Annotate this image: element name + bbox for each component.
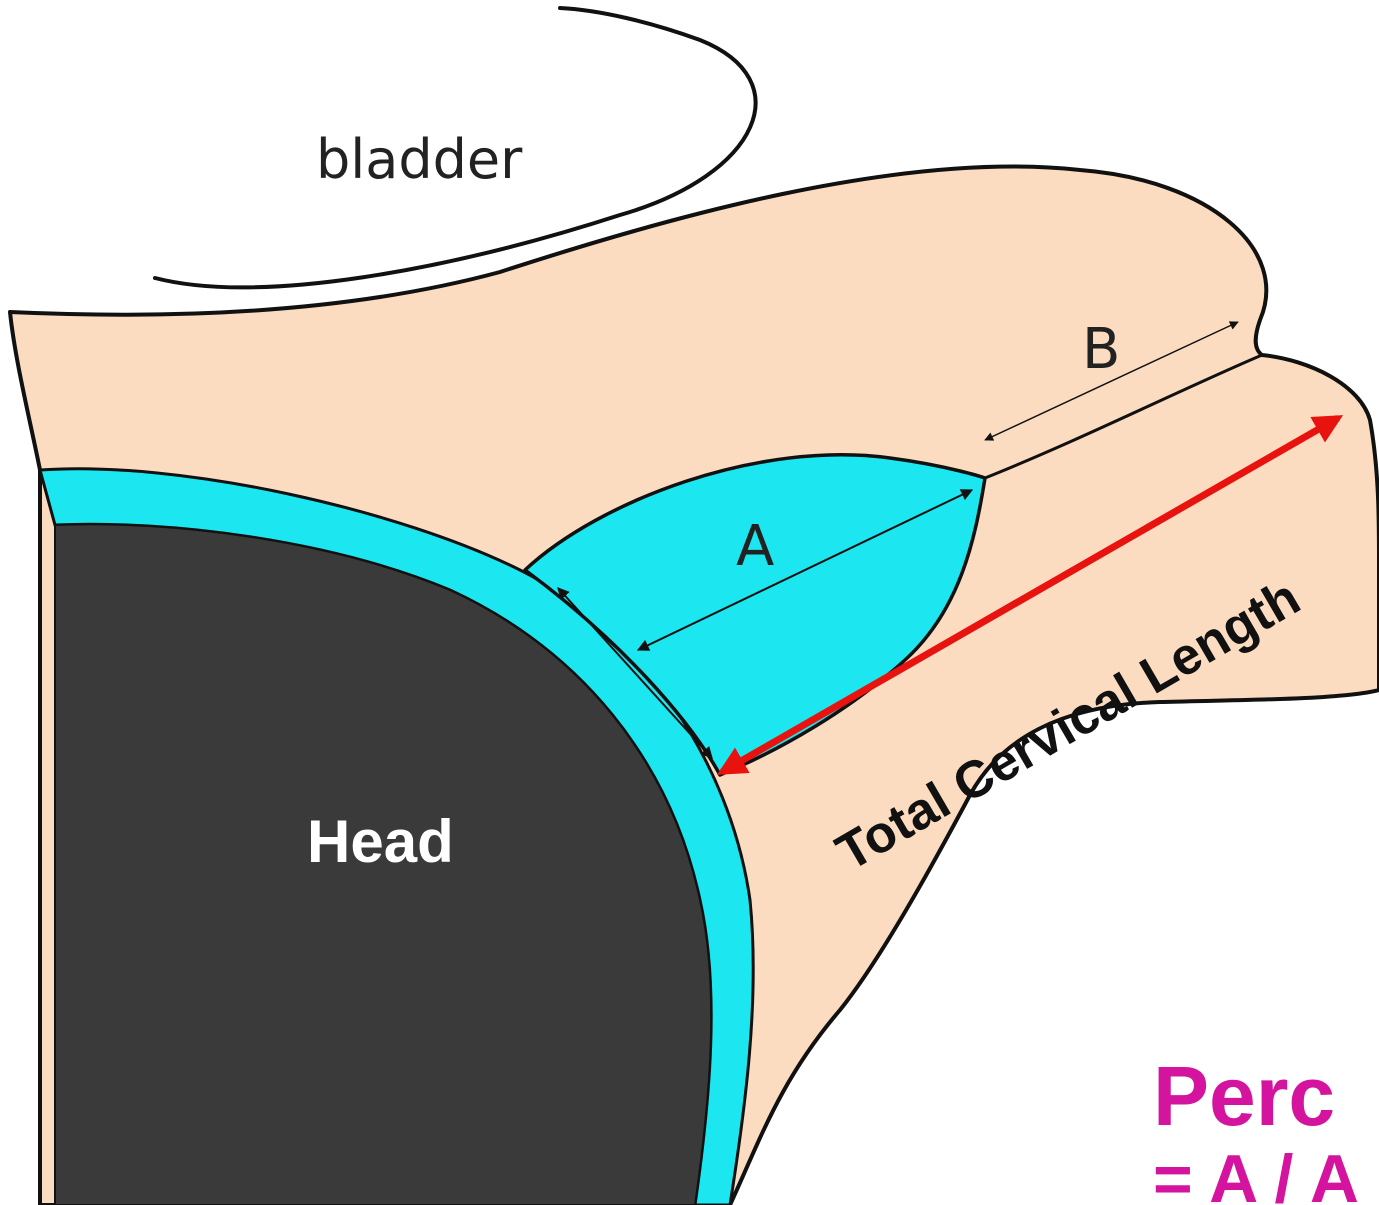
bladder-label: bladder	[316, 128, 523, 191]
label-a: A	[736, 514, 774, 579]
formula-label: = A / A	[1153, 1141, 1359, 1205]
head-label: Head	[307, 808, 454, 875]
percentage-label: Perc	[1153, 1049, 1335, 1143]
label-b: B	[1082, 317, 1120, 382]
